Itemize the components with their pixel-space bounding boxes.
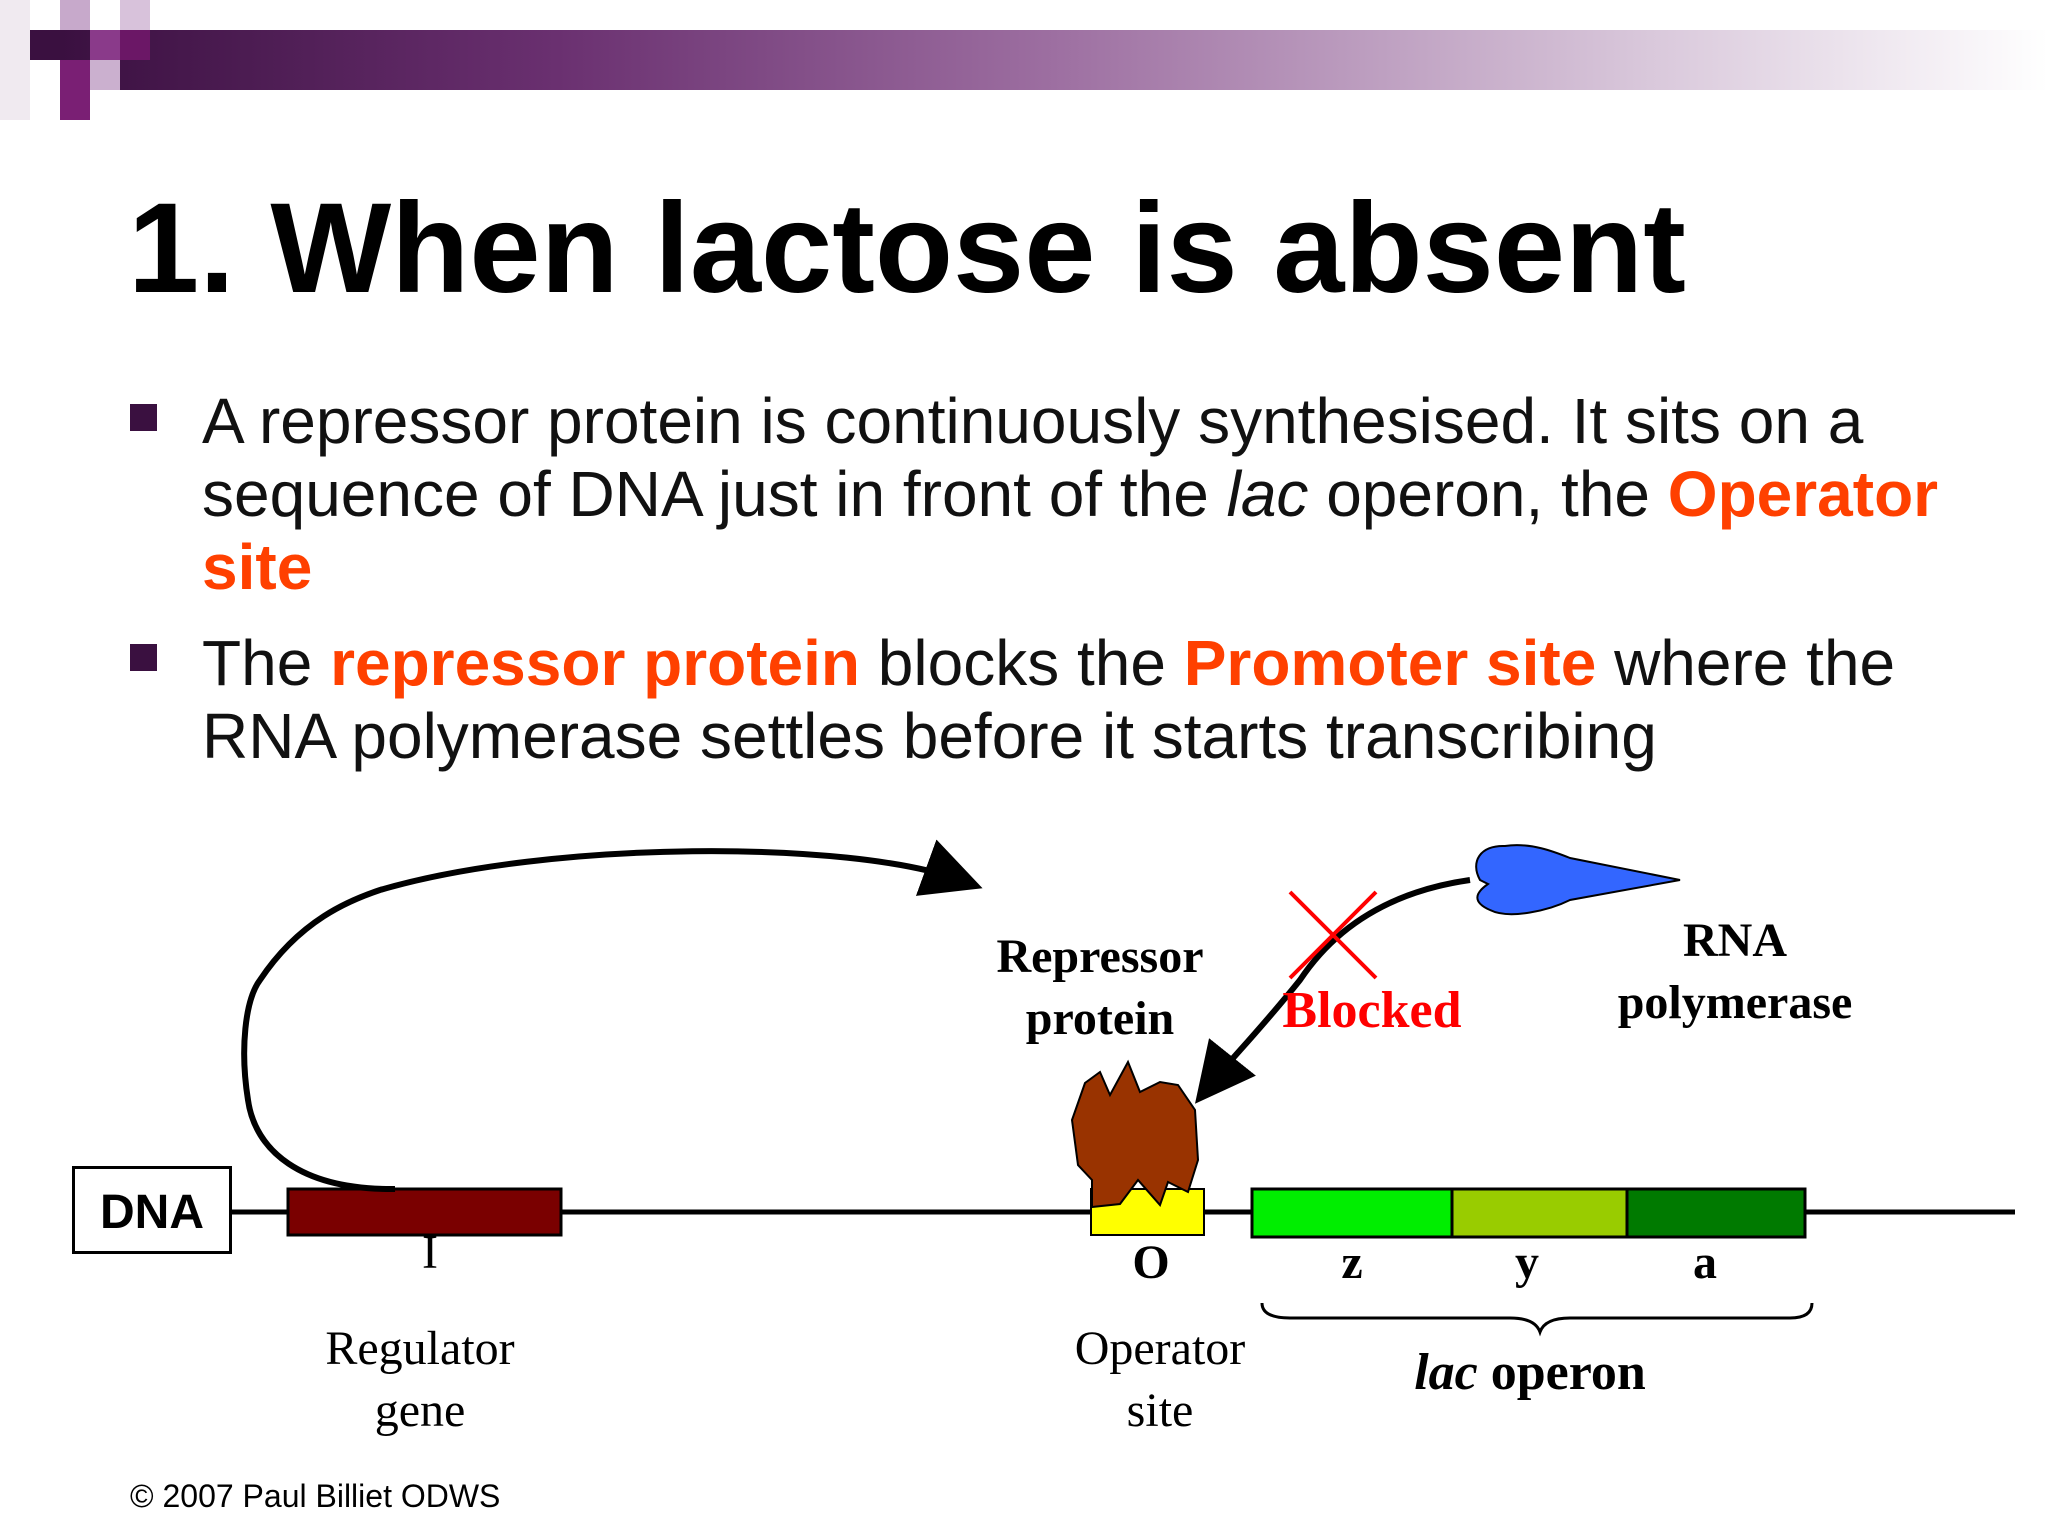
header-square — [120, 0, 150, 30]
blocked-label: Blocked — [1282, 982, 1462, 1039]
header-square — [60, 90, 90, 120]
copyright-notice: © 2007 Paul Billiet ODWS — [130, 1478, 501, 1514]
bullet-2-text-mid: blocks the — [860, 627, 1184, 699]
header-gradient-bar — [60, 30, 2048, 90]
blocked-x-mark — [1288, 890, 1378, 980]
bullet-1-text-post: operon, the — [1308, 458, 1668, 530]
bullet-2-text-post: where the RNA polymerase settles before … — [202, 627, 1896, 772]
slide-title: 1. When lactose is absent — [128, 177, 1686, 320]
header-square — [90, 30, 120, 60]
regulator-gene-label: Regulator gene — [325, 1322, 515, 1437]
repressor-protein-shape — [1070, 1059, 1200, 1209]
regulator-gene-block — [286, 1187, 563, 1237]
operator-letter: O — [1132, 1236, 1170, 1289]
header-square — [60, 0, 90, 30]
operon-brace — [1260, 1302, 1814, 1337]
gene-a-letter: a — [1693, 1236, 1717, 1289]
header-square — [0, 0, 30, 120]
bullet-1: A repressor protein is continuously synt… — [202, 385, 2002, 604]
synthesis-arrow — [241, 839, 983, 1193]
header-square — [60, 60, 90, 90]
gene-a-block — [1625, 1187, 1807, 1239]
operator-site-highlight: Operator site — [202, 458, 1939, 603]
header-square — [30, 30, 60, 60]
lac-italic: lac — [1414, 1344, 1478, 1401]
bullet-marker — [130, 404, 157, 431]
dna-label: DNA — [72, 1166, 232, 1254]
bullet-1-text: A repressor protein is continuously synt… — [202, 385, 1864, 530]
gene-y-letter: y — [1515, 1236, 1539, 1289]
lac-operon-label: lac operon — [1380, 1342, 1680, 1404]
operator-site-label: Operator site — [1074, 1322, 1246, 1437]
gene-z-block — [1250, 1187, 1454, 1239]
gene-z-letter: z — [1341, 1236, 1363, 1289]
bullet-marker — [130, 644, 157, 671]
promoter-site-highlight: Promoter site — [1183, 627, 1597, 699]
bullet-1-italic: lac — [1226, 458, 1309, 530]
bullet-2: The repressor protein blocks the Promote… — [202, 627, 2002, 773]
header-square — [90, 60, 120, 90]
header-square — [120, 30, 150, 60]
rna-polymerase-label: RNA polymerase — [1617, 914, 1853, 1029]
regulator-gene-letter: I — [422, 1226, 438, 1279]
repressor-protein-highlight: repressor protein — [330, 627, 860, 699]
gene-y-block — [1450, 1187, 1629, 1239]
repressor-protein-label: Repressor protein — [996, 930, 1204, 1045]
rna-polymerase-shape — [1475, 844, 1681, 916]
operon-text: operon — [1477, 1344, 1646, 1401]
bullet-2-text: The — [202, 627, 331, 699]
blocked-arrow — [1195, 877, 1471, 1104]
